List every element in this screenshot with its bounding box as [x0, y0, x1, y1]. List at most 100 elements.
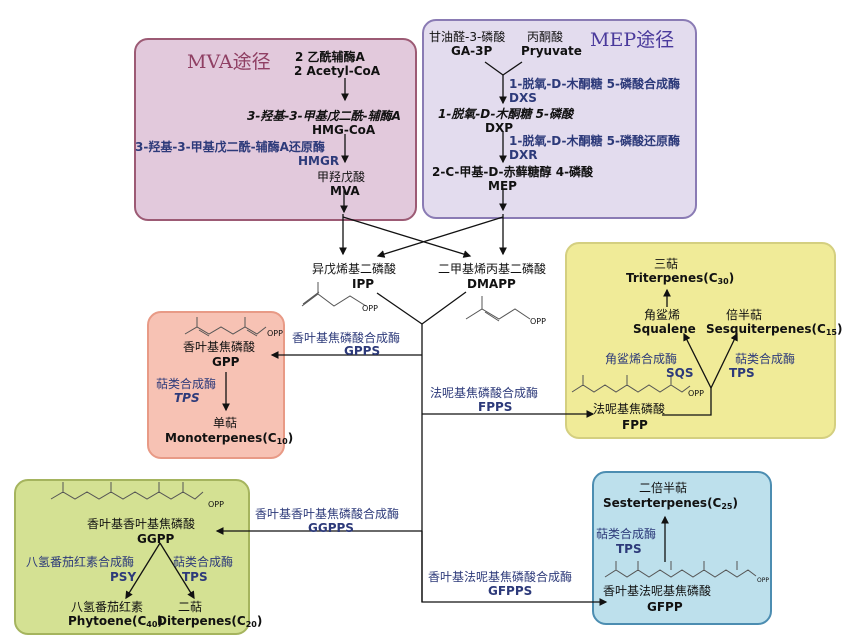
psy-enzyme-en: PSY	[110, 570, 137, 584]
fpp-opp-label: OPP	[688, 389, 704, 398]
gfpp-en: GFPP	[647, 600, 683, 614]
fpps-enzyme-en: FPPS	[478, 400, 513, 414]
squalene-cn: 角鲨烯	[644, 308, 681, 322]
mep-pathway-title: MEP途径	[590, 29, 675, 51]
fpp-branch	[662, 388, 712, 416]
ga3p-en: GA-3P	[451, 44, 493, 58]
sesterterpene-box	[592, 471, 772, 625]
gpp-opp-label: OPP	[267, 329, 283, 338]
diterpene-en-text: Diterpenes(C	[157, 614, 246, 628]
hmg-coa-en: HMG-CoA	[312, 123, 376, 137]
diterpene-en: Diterpenes(C20)	[157, 614, 263, 629]
merge-ga3p-pyruvate	[484, 61, 523, 76]
dmapp-structure	[465, 296, 531, 322]
arrow-mep-ipp	[376, 216, 504, 258]
di-tps-cn: 萜类合成酶	[173, 555, 234, 569]
gfpp-cn: 香叶基法呢基焦磷酸	[603, 584, 712, 598]
sesquiterpene-en-text: Sesquiterpenes(C	[706, 322, 826, 336]
arrow-diterpene	[159, 542, 195, 600]
gfpps-enzyme-en: GFPPS	[488, 584, 533, 598]
fpps-enzyme-cn: 法呢基焦磷酸合成酶	[430, 386, 539, 400]
dmapp-opp-label: OPP	[530, 317, 546, 326]
dxp-cn: 1-脱氧-D-木酮糖 5-磷酸	[438, 107, 573, 121]
ggpp-structure	[50, 482, 204, 500]
sester-tps-en: TPS	[616, 542, 642, 556]
monoterpene-cn: 单萜	[213, 416, 238, 430]
psy-enzyme-cn: 八氢番茄红素合成酶	[26, 555, 135, 569]
gfpps-enzyme-cn: 香叶基法呢基焦磷酸合成酶	[428, 570, 573, 584]
fpp-cn: 法呢基焦磷酸	[593, 402, 666, 416]
pyruvate-cn: 丙酮酸	[527, 30, 564, 44]
dmapp-cn: 二甲基烯丙基二磷酸	[438, 262, 547, 276]
mono-tps-en: TPS	[174, 391, 200, 405]
ggpp-en: GGPP	[137, 532, 175, 546]
hmgr-enzyme-en: HMGR	[298, 154, 340, 168]
monoterpene-carbon-count: 10	[276, 437, 288, 446]
ipp-opp-label: OPP	[362, 304, 378, 313]
pyruvate-en: Pryuvate	[521, 44, 582, 58]
triterpene-en: Triterpenes(C30)	[626, 271, 735, 286]
triterpene-carbon-count: 30	[717, 277, 729, 286]
phytoene-carbon-count: 40	[146, 620, 158, 629]
ggpps-enzyme-cn: 香叶基香叶基焦磷酸合成酶	[255, 507, 400, 521]
squalene-en: Squalene	[633, 322, 696, 336]
triterpene-en-text: Triterpenes(C	[626, 271, 718, 285]
gpps-enzyme-en: GPPS	[344, 344, 381, 358]
gpp-en: GPP	[212, 355, 240, 369]
sesqui-tps-cn: 萜类合成酶	[735, 352, 796, 366]
phytoene-en-text: Phytoene(C	[68, 614, 147, 628]
sesquiterpene-close-paren: )	[836, 322, 843, 336]
dxs-enzyme-cn: 1-脱氧-D-木酮糖 5-磷酸合成酶	[509, 77, 680, 91]
sesterterpene-cn: 二倍半萜	[639, 481, 688, 495]
diterpene-cn: 二萜	[178, 600, 203, 614]
ga3p-cn: 甘油醛-3-磷酸	[429, 30, 506, 44]
sesterterpene-en-text: Sesterterpenes(C	[603, 496, 722, 510]
sqs-enzyme-cn: 角鲨烯合成酶	[605, 352, 678, 366]
gpp-cn: 香叶基焦磷酸	[183, 340, 256, 354]
hmg-coa-cn: 3-羟基-3-甲基戊二酰-辅酶A	[247, 109, 401, 123]
dxs-enzyme-en: DXS	[509, 91, 537, 105]
triterpene-box	[565, 242, 836, 439]
dxp-en: DXP	[485, 121, 514, 135]
sesquiterpene-carbon-count: 15	[825, 328, 837, 337]
mep-pathway-box	[422, 19, 697, 219]
mep-en: MEP	[488, 179, 517, 193]
arrow-gfpps	[421, 531, 608, 606]
diterpene-close-paren: )	[256, 614, 263, 628]
sesterterpene-en: Sesterterpenes(C25)	[603, 496, 738, 511]
mva-cn: 甲羟戊酸	[317, 170, 366, 184]
merge-ipp-dmapp	[376, 291, 467, 325]
monoterpene-en-text: Monoterpenes(C	[165, 431, 277, 445]
triterpene-cn: 三萜	[654, 257, 679, 271]
mono-tps-cn: 萜类合成酶	[156, 377, 217, 391]
gfpp-opp-label: OPP	[757, 577, 769, 584]
dxr-enzyme-cn: 1-脱氧-D-木酮糖 5-磷酸还原酶	[509, 134, 680, 148]
hmgr-enzyme-cn: 3-羟基-3-甲基戊二酰-辅酶A还原酶	[135, 140, 325, 154]
triterpene-close-paren: )	[728, 271, 735, 285]
gfpp-structure	[604, 561, 757, 578]
arrow-sesqui	[710, 332, 738, 389]
ipp-cn: 异戊烯基二磷酸	[312, 262, 397, 276]
gpp-structure	[184, 317, 267, 337]
mva-pathway-title: MVA途径	[187, 51, 271, 73]
mep-cn: 2-C-甲基-D-赤藓糖醇 4-磷酸	[432, 165, 594, 179]
gpps-enzyme-cn: 香叶基焦磷酸合成酶	[292, 331, 401, 345]
monoterpene-en: Monoterpenes(C10)	[165, 431, 294, 446]
sesterterpene-carbon-count: 25	[721, 502, 733, 511]
phytoene-en: Phytoene(C40)	[68, 614, 163, 629]
di-tps-en: TPS	[182, 570, 208, 584]
diterpene-box	[14, 479, 250, 635]
ipp-en: IPP	[352, 277, 375, 291]
fpp-en: FPP	[622, 418, 648, 432]
sesqui-tps-en: TPS	[729, 366, 755, 380]
phytoene-cn: 八氢番茄红素	[71, 600, 144, 614]
monoterpene-close-paren: )	[287, 431, 294, 445]
dxr-enzyme-en: DXR	[509, 148, 538, 162]
acetyl-coa-cn: 2 乙酰辅酶A	[295, 50, 365, 64]
sesquiterpene-cn: 倍半萜	[726, 308, 763, 322]
sester-tps-cn: 萜类合成酶	[596, 527, 657, 541]
monoterpene-box	[147, 311, 285, 459]
diterpene-carbon-count: 20	[245, 620, 257, 629]
mva-pathway-box	[134, 38, 417, 221]
